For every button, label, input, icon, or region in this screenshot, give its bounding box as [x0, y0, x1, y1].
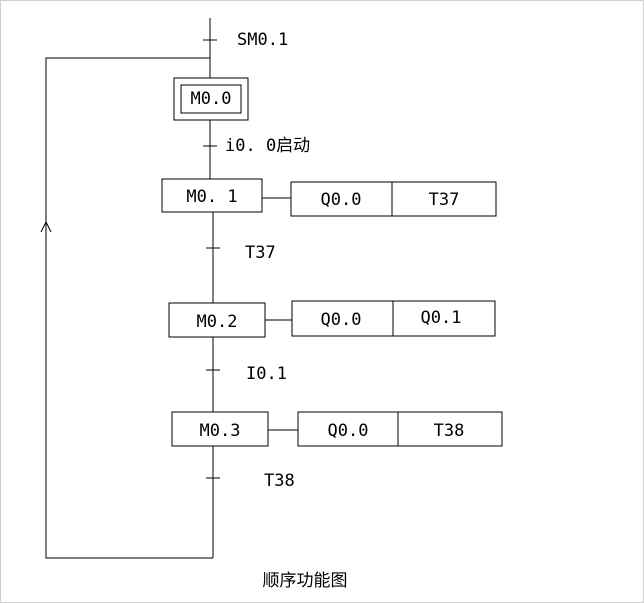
step-1-action-1: Q0.0: [321, 190, 362, 210]
step-2-action-1: Q0.0: [321, 310, 362, 330]
return-arrow-head: [40, 220, 52, 233]
transition-label-2: I0.1: [246, 364, 287, 384]
step-3-action-2: T38: [434, 421, 465, 441]
transition-label-0: i0. 0启动: [225, 136, 310, 156]
return-loop-line: [45, 57, 213, 559]
transition-label-1: T37: [245, 243, 276, 263]
step-3-label: M0.3: [200, 421, 241, 441]
initial-step-label: M0.0: [191, 89, 232, 109]
step-2-action-2: Q0.1: [421, 308, 462, 328]
step-3-action-1: Q0.0: [328, 421, 369, 441]
step-3: M0.3 Q0.0 T38: [171, 411, 503, 447]
step-2: M0.2 Q0.0 Q0.1: [168, 300, 496, 338]
transition-label-3: T38: [264, 471, 295, 491]
step-2-label: M0.2: [197, 312, 238, 332]
step-1: M0. 1 Q0.0 T37: [161, 178, 497, 217]
start-condition-label: SM0.1: [237, 30, 288, 50]
diagram-caption: 顺序功能图: [263, 571, 348, 591]
initial-step: M0.0: [173, 77, 249, 121]
step-1-label: M0. 1: [186, 187, 237, 207]
step-1-action-2: T37: [429, 190, 460, 210]
